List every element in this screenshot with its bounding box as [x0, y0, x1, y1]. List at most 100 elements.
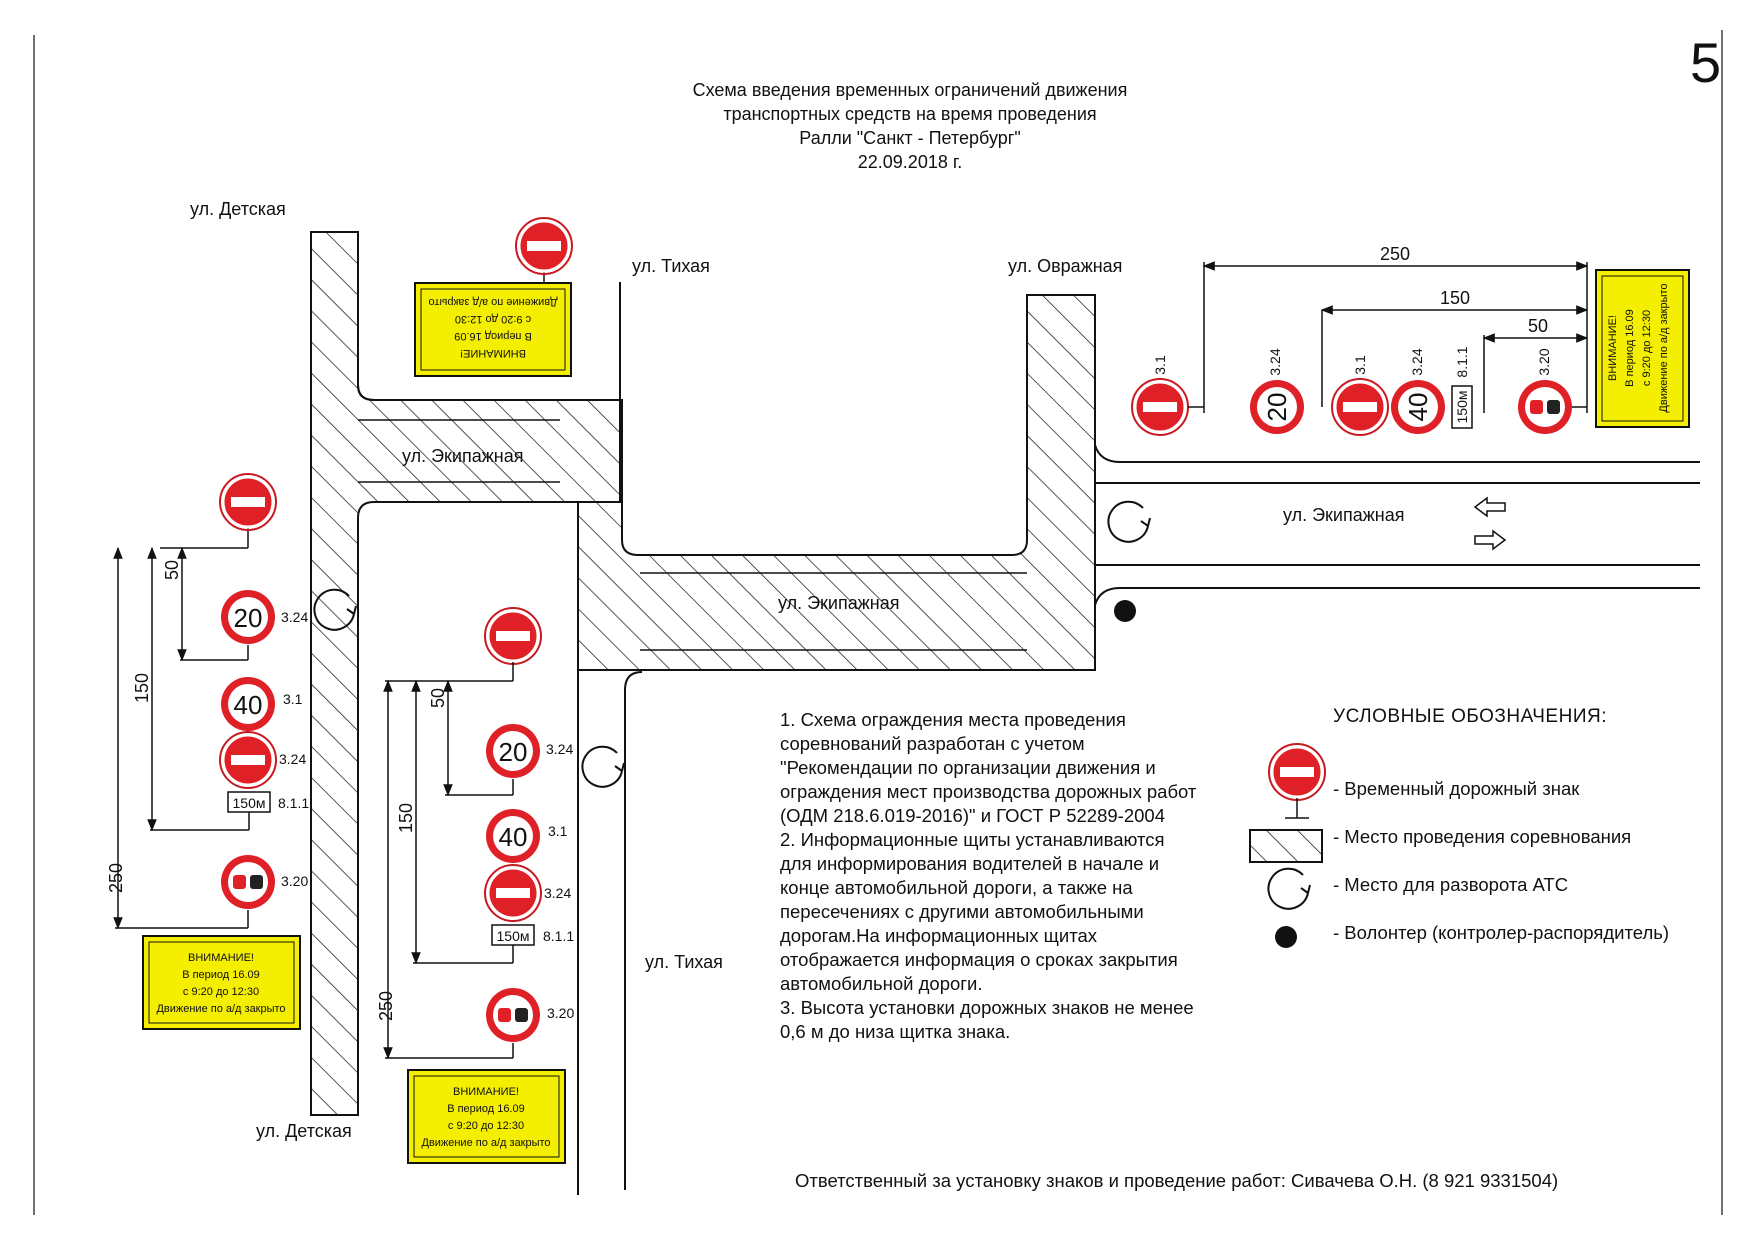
competition-area-center: [577, 294, 1096, 671]
responsible-person: Ответственный за установку знаков и пров…: [795, 1170, 1559, 1191]
dimension-label: 150: [396, 803, 416, 833]
speed-20-value: 20: [234, 603, 263, 633]
no-entry-sign-icon: [483, 606, 543, 666]
legend-title: УСЛОВНЫЕ ОБОЗНАЧЕНИЯ:: [1333, 706, 1607, 727]
sign-code: 3.24: [1409, 348, 1425, 375]
ekipazhnaya-right-bottom: [1094, 587, 1700, 606]
sign-code: 3.24: [279, 751, 306, 767]
speed-20-value: 20: [1262, 393, 1292, 422]
dimension-label: 250: [106, 863, 126, 893]
sign-code: 3.24: [281, 609, 308, 625]
street-label-ekipazhnaya-upper: ул. Экипажная: [402, 446, 523, 466]
distance-plate: [1451, 385, 1473, 429]
sign-code: 3.24: [546, 741, 573, 757]
info-board-top: ВНИМАНИЕ! В период 16.09 с 9:20 до 12:30…: [414, 282, 572, 377]
u-turn-icon: [581, 745, 625, 788]
street-label-ekipazhnaya-middle: ул. Экипажная: [778, 593, 899, 613]
tikhaya-upper-road: [357, 384, 375, 401]
dimension-label: 50: [1528, 316, 1548, 336]
dimension-label: 250: [376, 991, 396, 1021]
speed-40-value: 40: [499, 822, 528, 852]
hatched-area-icon: [1249, 829, 1323, 863]
dimension-label: 50: [428, 688, 448, 708]
dimension-label: 50: [162, 560, 182, 580]
street-label-ekipazhnaya-right: ул. Экипажная: [1283, 505, 1404, 525]
dimension-label: 150: [1440, 288, 1470, 308]
street-label-tikhaya-bottom: ул. Тихая: [645, 952, 723, 972]
sign-code: 3.1: [1152, 355, 1168, 375]
note-3: 3. Высота установки дорожных знаков не м…: [780, 997, 1194, 1042]
board-line1: ВНИМАНИЕ!: [460, 347, 526, 359]
title-line3: Ралли "Санкт - Петербург": [799, 128, 1021, 148]
page-number: 5: [1690, 31, 1722, 94]
board-line1: ВНИМАНИЕ!: [453, 1086, 519, 1098]
board-line1: ВНИМАНИЕ!: [188, 952, 254, 964]
board-line3: с 9:20 до 12:30: [448, 1120, 524, 1132]
page-title: Схема введения временных ограничений дви…: [600, 78, 1220, 174]
ekipazhnaya-right-top: [1094, 444, 1700, 463]
distance-plate-text: 150м: [497, 928, 530, 944]
info-board-middle: ВНИМАНИЕ! В период 16.09 с 9:20 до 12:30…: [407, 1069, 566, 1164]
no-entry-sign-icon: [218, 730, 278, 790]
no-entry-sign-icon: [218, 472, 278, 532]
tikhaya-lower-road-right: [624, 671, 643, 1190]
no-overtaking-sign-icon: [1518, 380, 1572, 434]
dimension-label: 250: [1380, 244, 1410, 264]
dimension-label: 150: [132, 673, 152, 703]
sign-code: 3.1: [548, 823, 568, 839]
temporary-sign-icon: [1267, 742, 1327, 802]
distance-plate-text: 150м: [1454, 391, 1470, 424]
no-entry-sign-icon: [483, 863, 543, 923]
title-line2: транспортных средств на время проведения: [723, 104, 1097, 124]
volunteer-dot-icon: [1114, 600, 1136, 622]
note-2: 2. Информационные щиты устанавливаются д…: [780, 829, 1178, 994]
no-overtaking-sign-icon: [221, 855, 275, 909]
board-line3: с 9:20 до 12:30: [1641, 310, 1653, 386]
sign-code: 8.1.1: [1454, 346, 1470, 377]
legend-item-u-turn: - Место для разворота АТС: [1333, 874, 1569, 895]
no-entry-sign-icon: [1330, 377, 1390, 437]
sign-code: 8.1.1: [278, 795, 309, 811]
direction-arrow-right-icon: [1474, 529, 1507, 551]
board-line3: с 9:20 до 12:30: [455, 313, 531, 325]
sign-code: 3.20: [1536, 348, 1552, 375]
direction-arrow-left-icon: [1473, 496, 1506, 518]
sign-code: 3.20: [547, 1005, 574, 1021]
sign-code: 3.24: [544, 885, 571, 901]
sign-code: 3.20: [281, 873, 308, 889]
info-board-right: ВНИМАНИЕ! В период 16.09 с 9:20 до 12:30…: [1595, 269, 1690, 428]
title-line1: Схема введения временных ограничений дви…: [692, 80, 1128, 100]
board-line2: В период 16.09: [447, 1103, 525, 1115]
no-overtaking-sign-icon: [486, 988, 540, 1042]
note-1: 1. Схема ограждения места проведения сор…: [780, 709, 1197, 826]
u-turn-icon: [1107, 500, 1151, 543]
street-label-detskaya-top: ул. Детская: [190, 199, 286, 219]
board-line4: Движение по а/д закрыто: [421, 1137, 550, 1149]
u-turn-icon: [1267, 867, 1311, 910]
sign-code: 3.1: [1352, 355, 1368, 375]
sign-code: 8.1.1: [543, 928, 574, 944]
street-label-ovrazhnaya: ул. Овражная: [1008, 256, 1122, 276]
no-entry-sign-icon: [1130, 377, 1190, 437]
board-line4: Движение по а/д закрыто: [1658, 283, 1670, 412]
board-line3: с 9:20 до 12:30: [183, 986, 259, 998]
board-line2: В период 16.09: [454, 330, 532, 342]
board-line2: В период 16.09: [182, 969, 260, 981]
speed-40-value: 40: [1403, 393, 1433, 422]
speed-20-value: 20: [499, 737, 528, 767]
distance-plate-text: 150м: [233, 795, 266, 811]
speed-40-value: 40: [234, 690, 263, 720]
board-line4: Движение по а/д закрыто: [156, 1003, 285, 1015]
legend-item-competition-area: - Место проведения соревнования: [1333, 826, 1632, 847]
title-date: 22.09.2018 г.: [857, 152, 963, 172]
sign-code: 3.24: [1267, 348, 1283, 375]
sign-code: 3.1: [283, 691, 303, 707]
board-line4: Движение по а/д закрыто: [428, 296, 557, 308]
info-board-left: ВНИМАНИЕ! В период 16.09 с 9:20 до 12:30…: [142, 935, 301, 1030]
legend-item-temporary-sign: - Временный дорожный знак: [1333, 778, 1580, 799]
street-label-detskaya-bottom: ул. Детская: [256, 1121, 352, 1141]
no-entry-sign-icon: [514, 216, 574, 276]
street-label-tikhaya-top: ул. Тихая: [632, 256, 710, 276]
